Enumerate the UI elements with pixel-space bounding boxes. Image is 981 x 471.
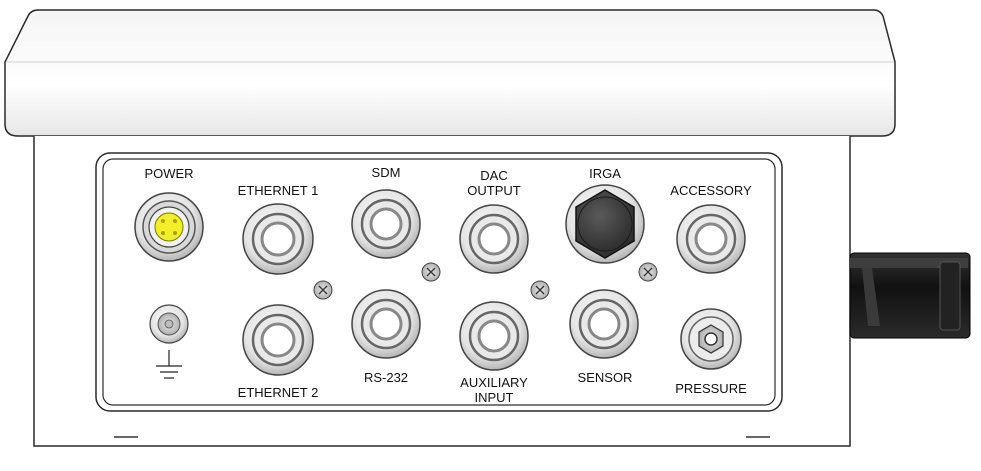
screw-icon bbox=[313, 280, 333, 300]
ethernet1-port bbox=[242, 203, 314, 275]
dac-output-port bbox=[459, 204, 529, 274]
auxiliary-input-port bbox=[459, 301, 529, 371]
side-cable-gland bbox=[849, 252, 971, 339]
label-dac-output: DAC OUTPUT bbox=[467, 168, 521, 198]
label-auxiliary-input: AUXILIARY INPUT bbox=[460, 375, 528, 405]
irga-port bbox=[565, 184, 645, 264]
label-power: POWER bbox=[144, 166, 194, 181]
label-sdm: SDM bbox=[371, 165, 401, 180]
ground-symbol-icon bbox=[156, 350, 182, 379]
label-rs232: RS-232 bbox=[363, 370, 409, 385]
power-pins bbox=[154, 212, 184, 242]
sdm-port bbox=[351, 189, 421, 259]
label-accessory: ACCESSORY bbox=[670, 183, 752, 198]
screw-icon bbox=[638, 262, 658, 282]
ethernet2-port bbox=[242, 304, 314, 376]
label-pressure: PRESSURE bbox=[675, 381, 747, 396]
accessory-port bbox=[676, 204, 746, 274]
label-ethernet2: ETHERNET 2 bbox=[237, 385, 319, 400]
label-irga: IRGA bbox=[589, 166, 621, 181]
enclosure-lid bbox=[4, 9, 896, 137]
ground-lug bbox=[149, 304, 189, 344]
sensor-port bbox=[569, 289, 639, 359]
label-ethernet1: ETHERNET 1 bbox=[237, 183, 319, 198]
power-connector bbox=[134, 192, 204, 262]
screw-icon bbox=[530, 280, 550, 300]
rs232-port bbox=[351, 289, 421, 359]
label-sensor: SENSOR bbox=[577, 370, 633, 385]
pressure-fitting bbox=[680, 308, 742, 370]
screw-icon bbox=[421, 262, 441, 282]
